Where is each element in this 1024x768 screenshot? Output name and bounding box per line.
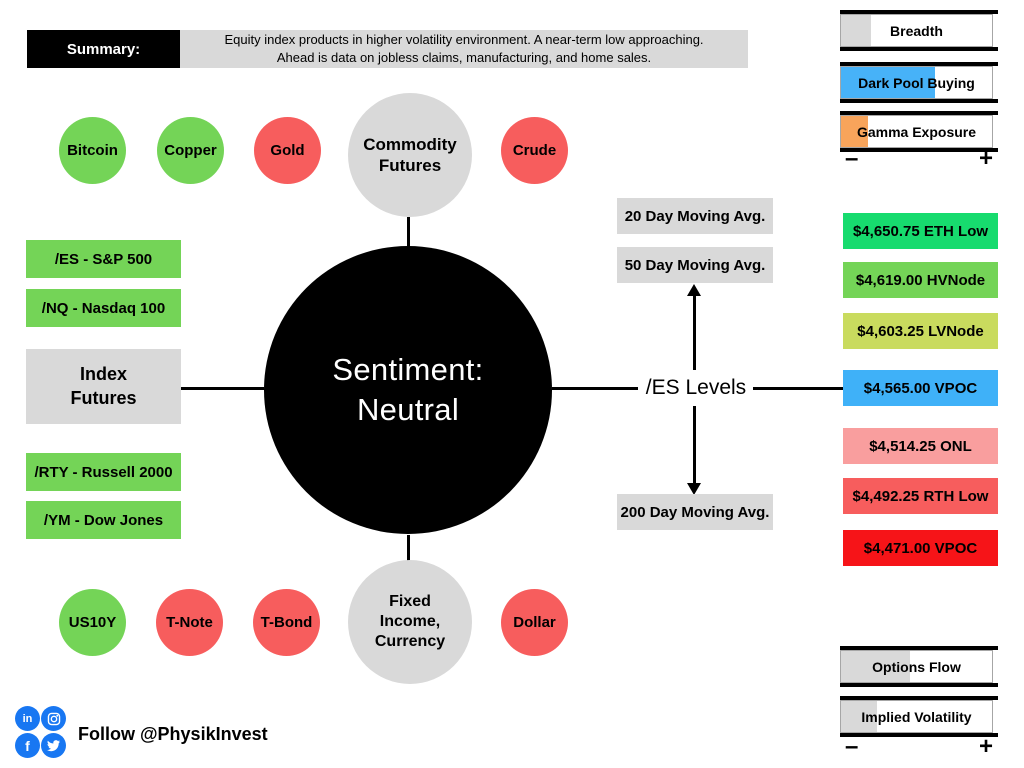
summary-text: Equity index products in higher volatili… bbox=[180, 30, 748, 68]
plus-sign: + bbox=[978, 145, 993, 172]
fixed-income-item-us10y: US10Y bbox=[59, 589, 126, 656]
fixed-income-hub: Fixed Income, Currency bbox=[348, 560, 472, 684]
gamma-exposure-gauge: Gamma Exposure bbox=[840, 111, 998, 152]
gauge-track: Implied Volatility bbox=[840, 700, 993, 733]
minus-sign: – bbox=[845, 145, 859, 172]
fixed-income-item-dollar: Dollar bbox=[501, 589, 568, 656]
gauge-bar bbox=[840, 62, 998, 66]
gauge-label: Options Flow bbox=[872, 658, 961, 675]
gauge-fill bbox=[841, 67, 935, 98]
moving-avg-20: 20 Day Moving Avg. bbox=[617, 198, 773, 234]
connector-line-top bbox=[407, 217, 410, 247]
es-level-lvnode: $4,603.25 LVNode bbox=[843, 313, 998, 349]
gauge-bar bbox=[840, 696, 998, 700]
gauge-fill bbox=[841, 15, 872, 46]
connector-line-bottom bbox=[407, 535, 410, 561]
index-futures-hub: Index Futures bbox=[26, 349, 181, 424]
gauge-fill bbox=[841, 701, 878, 732]
follow-handle-text: Follow @PhysikInvest bbox=[78, 724, 268, 744]
es-level-rth-low: $4,492.25 RTH Low bbox=[843, 478, 998, 514]
options-flow-gauge: Options Flow bbox=[840, 646, 998, 687]
instagram-icon[interactable] bbox=[41, 706, 66, 731]
commodity-item-bitcoin: Bitcoin bbox=[59, 117, 126, 184]
index-item-ym: /YM - Dow Jones bbox=[26, 501, 181, 539]
gauge-label: Dark Pool Buying bbox=[858, 74, 975, 91]
commodity-item-gold: Gold bbox=[254, 117, 321, 184]
gauge-bar bbox=[840, 10, 998, 14]
es-level-eth-low: $4,650.75 ETH Low bbox=[843, 213, 998, 249]
arrow-up-head bbox=[687, 284, 701, 296]
gauge-bar bbox=[840, 99, 998, 103]
gauge-bar bbox=[840, 148, 998, 152]
fixed-income-item-tnote: T-Note bbox=[156, 589, 223, 656]
dark-pool-buying-gauge: Dark Pool Buying bbox=[840, 62, 998, 103]
es-level-onl: $4,514.25 ONL bbox=[843, 428, 998, 464]
gauge-track: Gamma Exposure bbox=[840, 115, 993, 148]
connector-line-right1 bbox=[552, 387, 638, 390]
twitter-icon[interactable] bbox=[41, 733, 66, 758]
gauge-label: Gamma Exposure bbox=[856, 123, 977, 140]
arrow-down-head bbox=[687, 483, 701, 495]
connector-line-right2 bbox=[753, 387, 843, 390]
gauge-fill bbox=[841, 116, 869, 147]
es-levels-label: /ES Levels bbox=[645, 376, 747, 399]
summary-label: Summary: bbox=[27, 30, 180, 68]
sentiment-circle: Sentiment: Neutral bbox=[264, 246, 552, 534]
gauge-bar bbox=[840, 683, 998, 687]
gauge-bar bbox=[840, 111, 998, 115]
arrow-down-line bbox=[693, 406, 696, 484]
plus-sign: + bbox=[978, 733, 993, 760]
gauge-track: Dark Pool Buying bbox=[840, 66, 993, 99]
linkedin-icon[interactable]: in bbox=[15, 706, 40, 731]
gauge-bar bbox=[840, 733, 998, 737]
gauge-label: Breadth bbox=[890, 22, 943, 39]
implied-volatility-gauge: Implied Volatility bbox=[840, 696, 998, 737]
es-level-hvnode: $4,619.00 HVNode bbox=[843, 262, 998, 298]
commodity-futures-hub: Commodity Futures bbox=[348, 93, 472, 217]
index-item-rty: /RTY - Russell 2000 bbox=[26, 453, 181, 491]
gauge-bar bbox=[840, 646, 998, 650]
moving-avg-50: 50 Day Moving Avg. bbox=[617, 247, 773, 283]
minus-sign: – bbox=[845, 733, 859, 760]
gauge-fill bbox=[841, 651, 911, 682]
facebook-icon[interactable]: f bbox=[15, 733, 40, 758]
connector-line-left bbox=[181, 387, 264, 390]
es-level-vpoc-red: $4,471.00 VPOC bbox=[843, 530, 998, 566]
gauge-scale-top: – + bbox=[845, 145, 993, 172]
index-item-es: /ES - S&P 500 bbox=[26, 240, 181, 278]
index-item-nq: /NQ - Nasdaq 100 bbox=[26, 289, 181, 327]
es-level-vpoc-blue: $4,565.00 VPOC bbox=[843, 370, 998, 406]
breadth-gauge: Breadth bbox=[840, 10, 998, 51]
moving-avg-200: 200 Day Moving Avg. bbox=[617, 494, 773, 530]
gauge-track: Options Flow bbox=[840, 650, 993, 683]
gauge-bar bbox=[840, 47, 998, 51]
gauge-scale-bottom: – + bbox=[845, 733, 993, 760]
fixed-income-item-tbond: T-Bond bbox=[253, 589, 320, 656]
gauge-label: Implied Volatility bbox=[861, 708, 972, 725]
commodity-item-crude: Crude bbox=[501, 117, 568, 184]
gauge-track: Breadth bbox=[840, 14, 993, 47]
arrow-up-line bbox=[693, 295, 696, 370]
commodity-item-copper: Copper bbox=[157, 117, 224, 184]
